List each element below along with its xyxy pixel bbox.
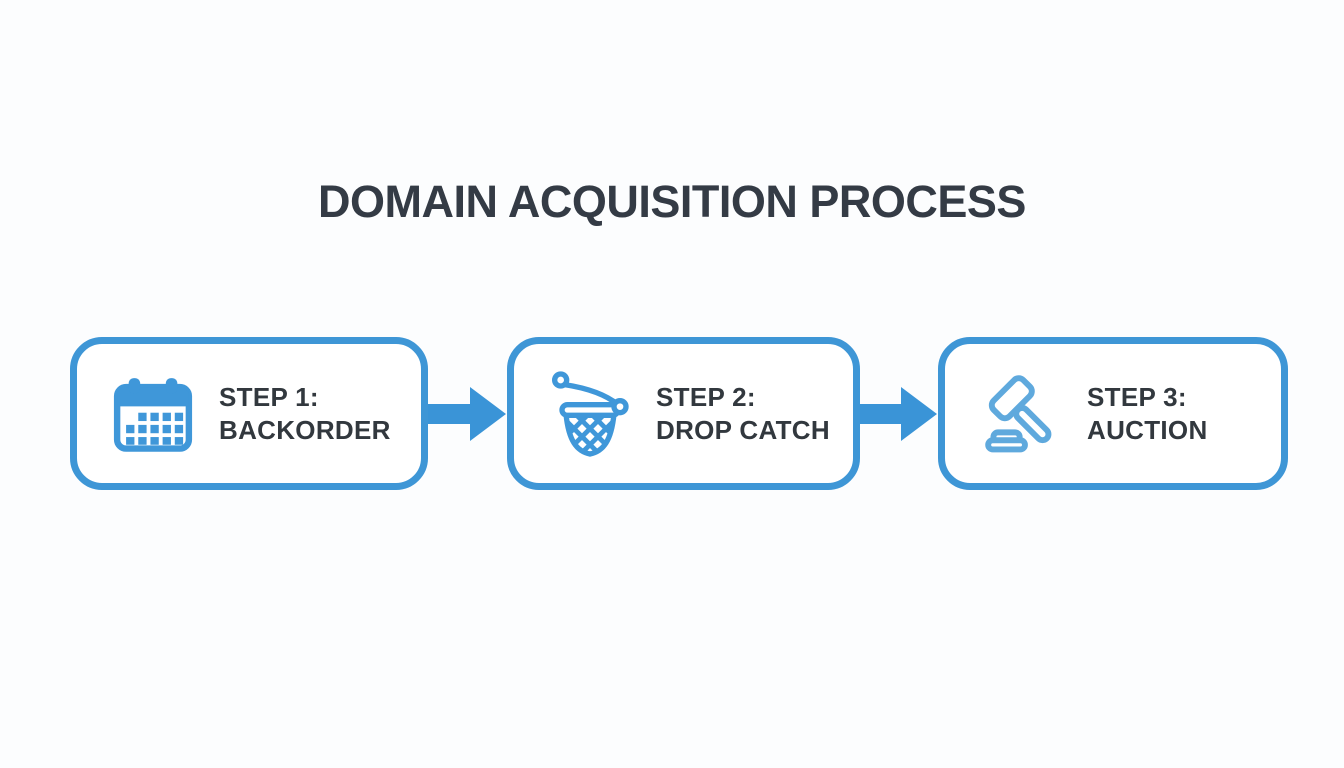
step-name-label: BACKORDER: [219, 414, 391, 445]
step-text-block: STEP 2: DROP CATCH: [656, 381, 830, 447]
step-number-label: STEP 2:: [656, 381, 756, 412]
step-card-drop-catch: STEP 2: DROP CATCH: [507, 337, 860, 490]
step-text-block: STEP 3: AUCTION: [1087, 381, 1208, 447]
gavel-icon: [979, 373, 1063, 455]
arrow-right-icon: [428, 386, 507, 442]
process-flow: STEP 1: BACKORDER: [70, 337, 1288, 490]
step-card-auction: STEP 3: AUCTION: [938, 337, 1288, 490]
arrow-right-icon: [860, 386, 938, 442]
calendar-icon: [111, 375, 195, 453]
step-name-label: DROP CATCH: [656, 414, 830, 445]
page-title: DOMAIN ACQUISITION PROCESS: [318, 176, 1026, 227]
step-number-label: STEP 3:: [1087, 381, 1187, 412]
step-text-block: STEP 1: BACKORDER: [219, 381, 391, 447]
step-number-label: STEP 1:: [219, 381, 319, 412]
step-name-label: AUCTION: [1087, 414, 1208, 445]
net-icon: [548, 369, 632, 459]
step-card-backorder: STEP 1: BACKORDER: [70, 337, 428, 490]
